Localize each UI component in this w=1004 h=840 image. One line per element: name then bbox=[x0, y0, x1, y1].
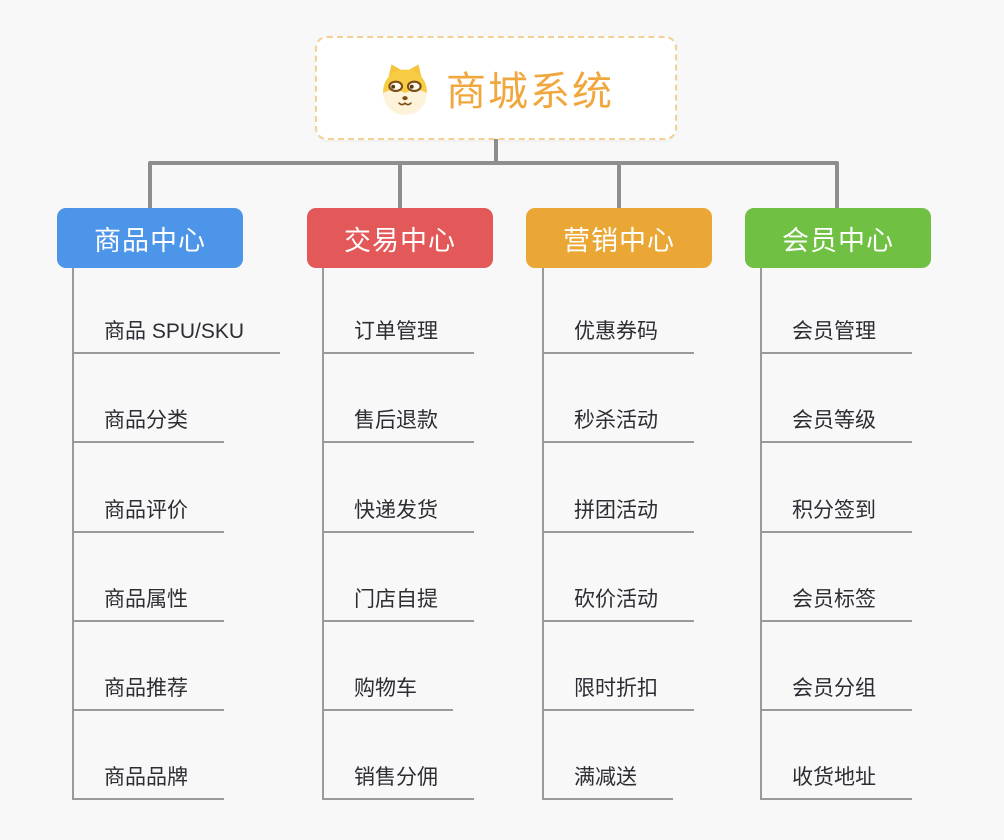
leaf-points-signin[interactable]: 积分签到 bbox=[760, 491, 912, 533]
leaf-product-brand[interactable]: 商品品牌 bbox=[72, 758, 224, 800]
leaf-product-recommend[interactable]: 商品推荐 bbox=[72, 669, 224, 711]
branch-member-center[interactable]: 会员中心 bbox=[745, 208, 931, 268]
connector-stub-product-center bbox=[148, 163, 152, 208]
leaf-bargain-activity[interactable]: 砍价活动 bbox=[542, 580, 694, 622]
leaf-aftersales-refund[interactable]: 售后退款 bbox=[322, 401, 474, 443]
leaf-time-limited-discount[interactable]: 限时折扣 bbox=[542, 669, 694, 711]
root-node-mall-system[interactable]: 商城系统 bbox=[315, 36, 677, 140]
leaf-product-review[interactable]: 商品评价 bbox=[72, 491, 224, 533]
connector-stub-member-center bbox=[835, 163, 839, 208]
leaf-coupon-code[interactable]: 优惠券码 bbox=[542, 312, 694, 354]
shiba-dog-icon bbox=[383, 64, 427, 115]
leaf-product-attributes[interactable]: 商品属性 bbox=[72, 580, 224, 622]
leaf-product-spu-sku[interactable]: 商品 SPU/SKU bbox=[72, 312, 281, 354]
branch-product-center[interactable]: 商品中心 bbox=[57, 208, 243, 268]
leaf-member-groups[interactable]: 会员分组 bbox=[760, 669, 912, 711]
leaf-shopping-cart[interactable]: 购物车 bbox=[322, 669, 453, 711]
trunk-marketing-center bbox=[542, 268, 544, 800]
leaf-shipping-address[interactable]: 收货地址 bbox=[760, 758, 912, 800]
leaf-order-management[interactable]: 订单管理 bbox=[322, 312, 474, 354]
connector-horizontal-bar bbox=[148, 161, 839, 165]
leaf-full-reduction[interactable]: 满减送 bbox=[542, 758, 673, 800]
leaf-store-pickup[interactable]: 门店自提 bbox=[322, 580, 474, 622]
leaf-express-shipping[interactable]: 快递发货 bbox=[322, 491, 474, 533]
connector-stub-trade-center bbox=[398, 163, 402, 208]
leaf-group-buying[interactable]: 拼团活动 bbox=[542, 491, 694, 533]
trunk-trade-center bbox=[322, 268, 324, 800]
connector-stub-marketing-center bbox=[617, 163, 621, 208]
leaf-member-management[interactable]: 会员管理 bbox=[760, 312, 912, 354]
leaf-member-level[interactable]: 会员等级 bbox=[760, 401, 912, 443]
leaf-member-tags[interactable]: 会员标签 bbox=[760, 580, 912, 622]
branch-marketing-center[interactable]: 营销中心 bbox=[526, 208, 712, 268]
leaf-flash-sale[interactable]: 秒杀活动 bbox=[542, 401, 694, 443]
connector-root-stub bbox=[494, 139, 498, 163]
trunk-product-center bbox=[72, 268, 74, 800]
leaf-product-category[interactable]: 商品分类 bbox=[72, 401, 224, 443]
leaf-sales-commission[interactable]: 销售分佣 bbox=[322, 758, 474, 800]
root-title: 商城系统 bbox=[446, 70, 614, 114]
branch-trade-center[interactable]: 交易中心 bbox=[307, 208, 493, 268]
trunk-member-center bbox=[760, 268, 762, 800]
